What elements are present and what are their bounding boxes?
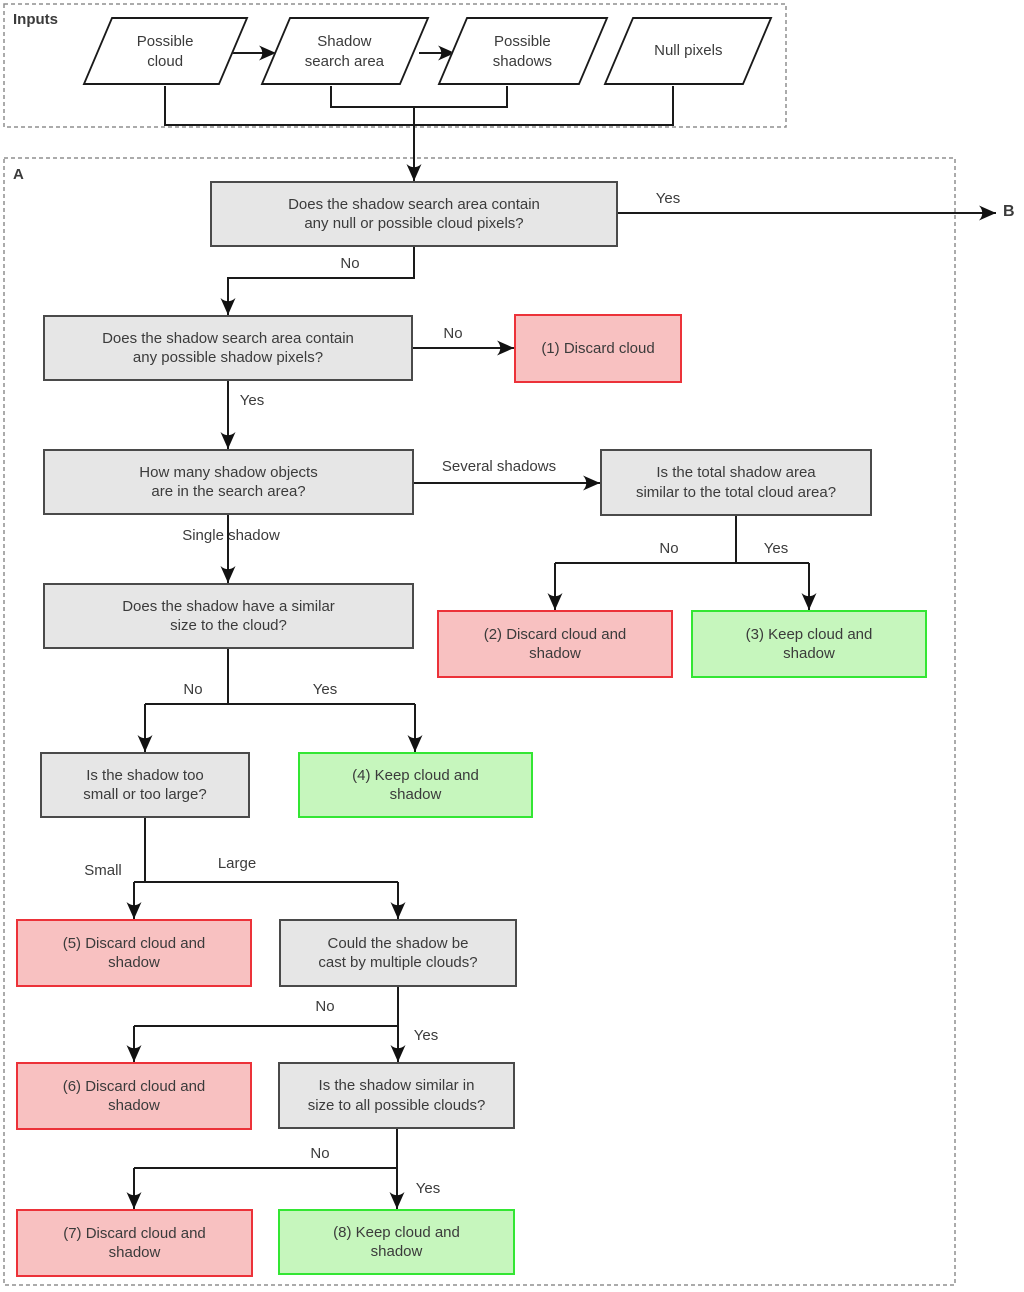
outcome-8-keep-cloud-and-shadow: (8) Keep cloud and shadow [278, 1209, 515, 1275]
outcome-2-discard-cloud-and-shadow: (2) Discard cloud and shadow [437, 610, 673, 678]
outcome-1-discard-cloud: (1) Discard cloud [514, 314, 682, 383]
decision-null-or-cloud-pixels: Does the shadow search area contain any … [210, 181, 618, 247]
decision-how-many-shadow-objects: How many shadow objects are in the searc… [43, 449, 414, 515]
edge-label-no-r1: No [659, 540, 679, 557]
edge-label-no-d4: No [183, 681, 203, 698]
edge-label-single-shadow: Single shadow [182, 527, 280, 544]
outcome-3-keep-cloud-and-shadow: (3) Keep cloud and shadow [691, 610, 927, 678]
edge-label-yes-r1: Yes [763, 540, 789, 557]
edge-label-no-d7: No [310, 1145, 330, 1162]
edge-label-yes-d6: Yes [413, 1027, 439, 1044]
outcome-4-keep-cloud-and-shadow: (4) Keep cloud and shadow [298, 752, 533, 818]
section-b-label: B [1003, 203, 1015, 220]
section-a-label: A [13, 166, 24, 183]
input-null-pixels-label: Null pixels [653, 42, 723, 60]
outcome-6-discard-cloud-and-shadow: (6) Discard cloud and shadow [16, 1062, 252, 1130]
input-null-pixels: Null pixels [603, 17, 773, 85]
input-possible-shadows-label: Possible shadows [493, 32, 553, 70]
input-possible-cloud: Possible cloud [82, 17, 249, 85]
input-possible-cloud-label: Possible cloud [137, 32, 194, 70]
decision-similar-to-all-clouds: Is the shadow similar in size to all pos… [278, 1062, 515, 1129]
section-a-border [3, 157, 956, 1286]
edge-label-yes-d2: Yes [239, 392, 265, 409]
input-shadow-search-area-label: Shadow search area [305, 32, 385, 70]
input-possible-shadows: Possible shadows [437, 17, 609, 85]
edge-label-no-d1: No [340, 255, 360, 272]
decision-shadow-similar-size: Does the shadow have a similar size to t… [43, 583, 414, 649]
outcome-5-discard-cloud-and-shadow: (5) Discard cloud and shadow [16, 919, 252, 987]
inputs-group-border [3, 3, 787, 128]
decision-total-shadow-area: Is the total shadow area similar to the … [600, 449, 872, 516]
input-shadow-search-area: Shadow search area [260, 17, 430, 85]
edge-label-yes-to-b: Yes [655, 190, 681, 207]
decision-possible-shadow-pixels: Does the shadow search area contain any … [43, 315, 413, 381]
edge-label-no-to-o1: No [443, 325, 463, 342]
outcome-7-discard-cloud-and-shadow: (7) Discard cloud and shadow [16, 1209, 253, 1277]
edge-label-several-shadows: Several shadows [441, 458, 557, 475]
decision-too-small-or-large: Is the shadow too small or too large? [40, 752, 250, 818]
inputs-group-label: Inputs [13, 11, 58, 28]
edge-label-yes-d7: Yes [415, 1180, 441, 1197]
edge-label-yes-d4: Yes [312, 681, 338, 698]
edge-label-large: Large [217, 855, 257, 872]
edge-label-no-d6: No [315, 998, 335, 1015]
edge-label-small: Small [84, 862, 122, 879]
decision-cast-by-multiple-clouds: Could the shadow be cast by multiple clo… [279, 919, 517, 987]
